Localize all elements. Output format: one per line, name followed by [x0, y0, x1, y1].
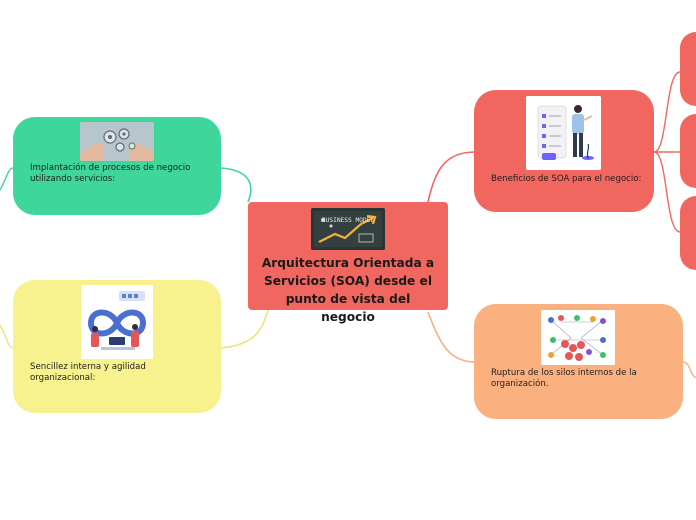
team-infinity-image [81, 285, 153, 359]
gears-hands-image [80, 122, 154, 161]
branch-sencillez[interactable]: Sencillez interna y agilidad organizacio… [13, 280, 221, 413]
link-procesos-child [0, 167, 14, 191]
business-model-image-text: BUSINESS MODEL [322, 217, 374, 224]
link-central-ruptura [427, 311, 476, 363]
branch-beneficios[interactable]: Beneficios de SOA para el negocio: [474, 90, 654, 212]
link-beneficios-child-1 [653, 71, 681, 153]
link-sencillez-child [0, 324, 14, 349]
central-topic-title: Arquitectura Orientada a Servicios (SOA)… [261, 256, 435, 324]
link-central-sencillez [220, 309, 269, 349]
beneficios-child-node-2[interactable] [680, 114, 696, 188]
branch-ruptura-label: Ruptura de los silos internos de la orga… [491, 368, 637, 389]
beneficios-child-node-1[interactable] [680, 32, 696, 106]
link-ruptura-child [682, 361, 696, 379]
beneficios-child-node-3[interactable] [680, 196, 696, 270]
branch-sencillez-label: Sencillez interna y agilidad organizacio… [30, 362, 146, 383]
branch-procesos-label: Implantación de procesos de negocio util… [30, 163, 191, 184]
business-model-image: BUSINESS MODEL [311, 208, 385, 250]
link-central-procesos [220, 167, 252, 203]
link-beneficios-child-3 [653, 151, 681, 233]
branch-procesos[interactable]: Implantación de procesos de negocio util… [13, 117, 221, 215]
link-central-beneficios [427, 151, 476, 203]
network-people-image [541, 310, 615, 365]
branch-beneficios-label: Beneficios de SOA para el negocio: [491, 174, 642, 184]
checklist-person-image [526, 96, 601, 170]
central-topic[interactable]: BUSINESS MODEL Arquitectura Orientada a … [248, 202, 448, 324]
branch-ruptura[interactable]: Ruptura de los silos internos de la orga… [474, 304, 683, 419]
